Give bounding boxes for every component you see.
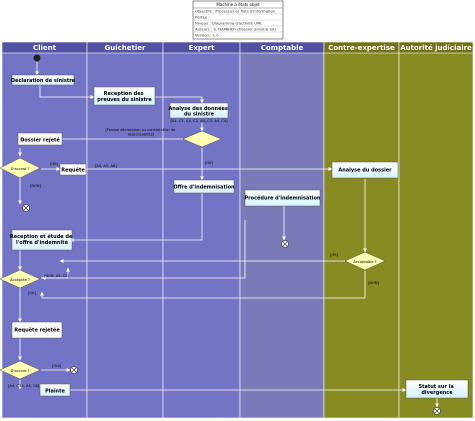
lane-title-guichetier: Guichetier <box>105 44 147 52</box>
decision-d-accord: D'accord ? <box>0 157 41 179</box>
lane-comptable <box>239 41 325 419</box>
svg-text:Acceptable ?: Acceptable ? <box>354 260 377 264</box>
node-dossier-rejete: Dossier rejeté <box>17 132 63 146</box>
svg-text:Dossier rejeté: Dossier rejeté <box>20 137 60 144</box>
node-declaration: Déclaration de sinistre <box>11 74 76 86</box>
svg-text:Reception des preuves du: Reception des preuves du sinistre <box>97 91 152 103</box>
end-node <box>433 407 441 415</box>
start-node <box>33 54 41 62</box>
svg-text:Déclaration de sinistre: Déclaration de sinistre <box>11 77 76 84</box>
node-offre: Offre d'indemnisation <box>173 179 235 194</box>
svg-text:Analyse des données du s: Analyse des données du sinistre <box>168 105 229 118</box>
lane-contre-expertise <box>323 41 400 419</box>
svg-text:Procédure d'indemnisation: Procédure d'indemnisation <box>245 195 321 202</box>
node-reception: Reception des preuves du sinistre <box>93 86 156 106</box>
guard-ok-accept: [OK] <box>28 291 37 295</box>
guard-requete: [A4, A5, A6] <box>95 164 117 168</box>
end-node <box>22 204 30 212</box>
decision-acceptee: Acceptée ? <box>0 269 41 289</box>
node-reception-offre: Reception et étude de l'offre d'indemnit… <box>10 229 74 251</box>
guard-plainte: [A4, C3A, A4, C8] <box>8 384 40 388</box>
header-row: Version : 1.0 <box>195 33 219 38</box>
guard-ok: [OK] <box>205 161 214 165</box>
lane-title-client: Client <box>33 44 57 52</box>
node-reception-line1: Reception des <box>104 91 144 97</box>
svg-text:Analyse du dossier: Analyse du dossier <box>338 168 392 174</box>
guard-accept-non: [NON, A4, C5] <box>44 274 70 278</box>
header-row: Auteurs : S. NAMBIKO (Dossier Sinistre S… <box>195 27 277 32</box>
svg-text:Requête rejetée: Requête rejetée <box>14 327 60 334</box>
header-row: Niveau : Diagramme d'activité UML <box>195 21 263 26</box>
lane-expert <box>162 41 241 419</box>
header-box: Machine à états objet Objectifs : Proces… <box>192 0 284 40</box>
edges <box>18 62 439 408</box>
end-node <box>281 240 289 248</box>
guard-fausse-declaration: [Fausse déclaration ou constatation de r… <box>106 128 177 137</box>
decision-responsabilite <box>182 130 222 148</box>
decision-d-accord-2: D'accord ? <box>0 360 41 380</box>
decision-acceptable: Acceptable ? <box>344 251 386 271</box>
node-requete: Requête <box>59 163 87 176</box>
svg-text:Statut sur la divergence: Statut sur la divergence <box>418 384 455 396</box>
svg-text:Offre d'indemnisation: Offre d'indemnisation <box>173 185 235 191</box>
header-row: Portée : <box>195 15 210 20</box>
guard-ok-acceptable: [OK] <box>330 253 339 257</box>
lane-title-expert: Expert <box>189 44 216 52</box>
svg-text:Acceptée ?: Acceptée ? <box>10 278 30 282</box>
svg-text:Plainte: Plainte <box>45 389 65 395</box>
analyse-tag: [A4, C1, A4, C2, A4, C3, A4, C4] <box>171 119 229 123</box>
node-plainte: Plainte <box>39 383 71 397</box>
node-reception-line2: preuves du sinistre <box>97 97 152 103</box>
svg-text:D'accord ?: D'accord ? <box>11 369 30 373</box>
node-analyse-dossier: Analyse du dossier <box>331 161 399 179</box>
end-node <box>70 366 78 374</box>
swimlanes: Client Guichetier Expert Comptable Contr… <box>1 41 474 419</box>
lane-title-contre-expertise: Contre-expertise <box>328 44 395 52</box>
node-procedure: Procédure d'indemnisation <box>245 189 321 207</box>
svg-text:D'accord ?: D'accord ? <box>11 167 30 171</box>
node-statut: Statut sur la divergence <box>405 379 469 399</box>
svg-text:Requête: Requête <box>61 167 85 174</box>
guard-non: [NON] <box>30 184 42 188</box>
svg-text:Reception et étude de l': Reception et étude de l'offre d'indemnit… <box>10 233 74 246</box>
node-analyse: Analyse des données du sinistre [A4, C1,… <box>168 102 229 123</box>
header-row: Objectifs : Processus et flots d'informa… <box>195 9 276 14</box>
header-title: Machine à états objet <box>216 2 260 7</box>
node-requete-rejetee: Requête rejetée <box>11 321 63 339</box>
guard-non-acceptable: [NON] <box>368 281 380 285</box>
guard-oui-2: [OUI] <box>52 364 62 368</box>
lane-title-autorite: Autorité judiciaire <box>400 44 472 52</box>
guard-oui: [OK] <box>50 162 59 166</box>
lane-title-comptable: Comptable <box>261 44 304 52</box>
lane-autorite <box>398 41 474 419</box>
